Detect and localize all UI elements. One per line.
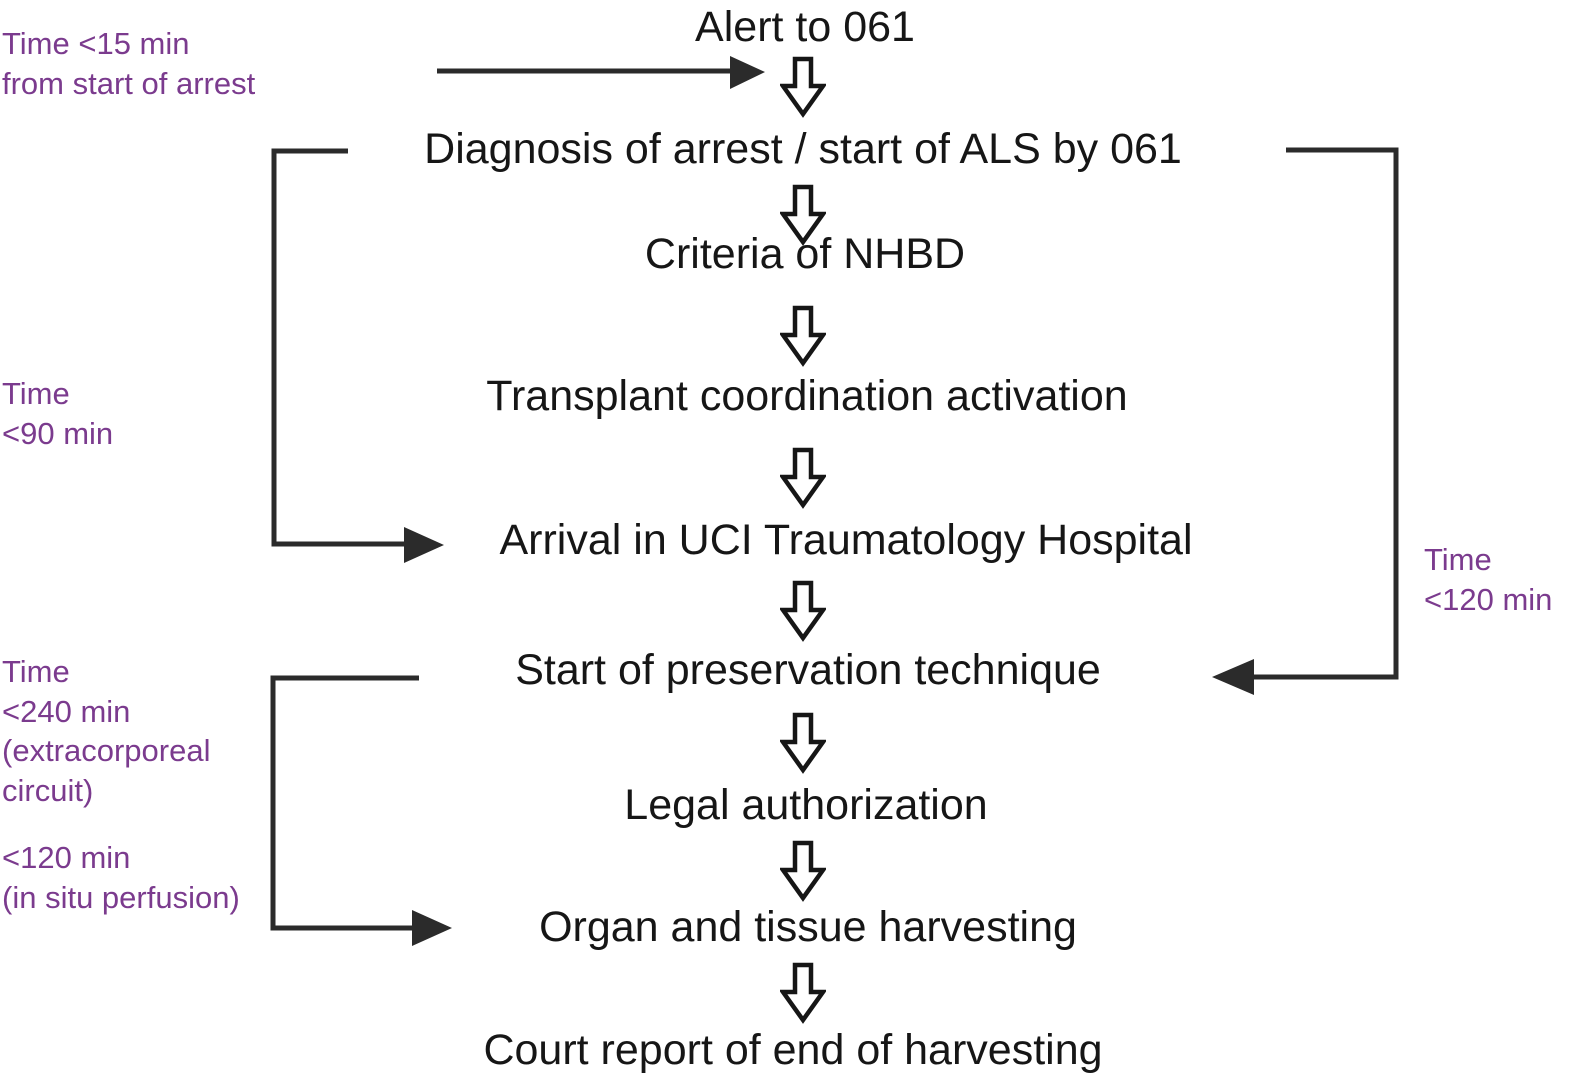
node-arrival: Arrival in UCI Traumatology Hospital [499, 516, 1193, 564]
time-label-120-min-in-situ: <120 min (in situ perfusion) [2, 840, 240, 915]
time-label-240-min: Time <240 min (extracorporeal circuit) [2, 654, 211, 809]
arrow-diagnosis-to-criteria-icon [778, 184, 828, 246]
arrow-arrival-to-preservation-icon [778, 580, 828, 642]
time-label-15-min: Time <15 min from start of arrest [2, 26, 256, 101]
node-harvesting: Organ and tissue harvesting [539, 903, 1077, 951]
connector-preservation-to-harvesting [270, 675, 452, 946]
node-criteria: Criteria of NHBD [644, 230, 966, 278]
time-label-90-min: Time <90 min [2, 376, 114, 451]
connector-alert-inflow [437, 56, 765, 89]
node-court: Court report of end of harvesting [483, 1026, 1103, 1074]
node-coordination: Transplant coordination activation [486, 372, 1128, 420]
node-diagnosis: Diagnosis of arrest / start of ALS by 06… [424, 125, 1182, 173]
arrow-harvesting-to-court-icon [778, 962, 828, 1024]
arrow-preservation-to-legal-icon [778, 712, 828, 774]
connector-diagnosis-to-preservation [1212, 147, 1399, 695]
connector-diagnosis-to-arrival [271, 148, 444, 563]
arrow-alert-to-diagnosis-icon [778, 56, 828, 118]
node-preservation: Start of preservation technique [515, 646, 1101, 694]
node-legal: Legal authorization [624, 781, 988, 829]
arrow-criteria-to-coordination-icon [778, 305, 828, 367]
node-alert: Alert to 061 [695, 3, 915, 51]
time-label-120-min-right: Time <120 min [1424, 542, 1553, 617]
arrow-legal-to-harvesting-icon [778, 840, 828, 902]
arrow-coordination-to-arrival-icon [778, 447, 828, 509]
